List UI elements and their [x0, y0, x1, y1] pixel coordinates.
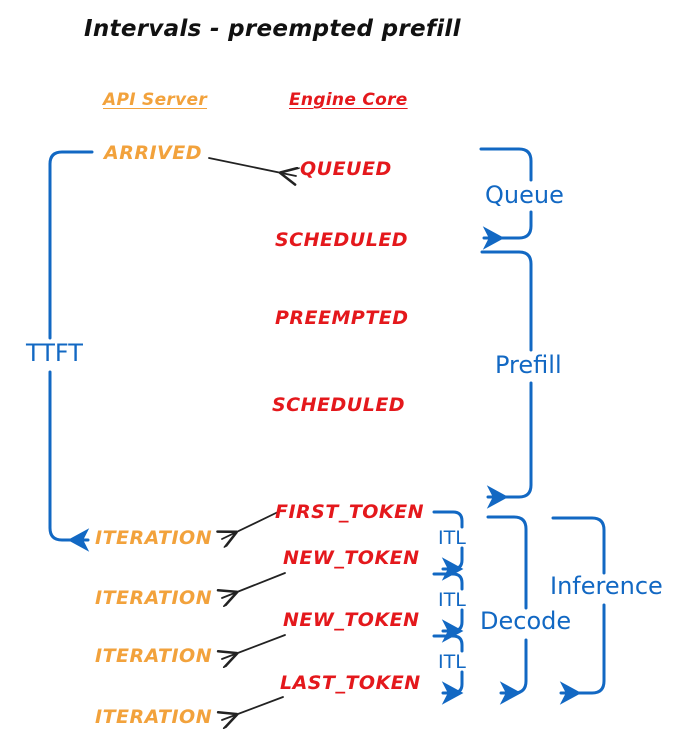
state-new-token-1: NEW_TOKEN — [283, 547, 420, 569]
state-scheduled-2: SCHEDULED — [272, 394, 406, 416]
state-new-token-2: NEW_TOKEN — [283, 609, 420, 631]
interval-label-itl-3: ITL — [438, 651, 466, 673]
transition-arrow-arrived-to-queued — [208, 157, 296, 176]
state-iteration-4: ITERATION — [95, 706, 213, 728]
interval-label-decode: Decode — [480, 607, 572, 635]
state-preempted: PREEMPTED — [275, 307, 409, 329]
interval-bracket-itl-1 — [432, 510, 464, 581]
interval-bracket-inference — [551, 516, 606, 705]
interval-bracket-decode — [486, 515, 528, 705]
state-queued: QUEUED — [300, 158, 392, 180]
interval-label-inference: Inference — [550, 572, 663, 600]
interval-bracket-ttft — [48, 150, 94, 552]
state-first-token: FIRST_TOKEN — [275, 501, 425, 523]
state-arrived: ARRIVED — [104, 142, 202, 164]
interval-label-ttft: TTFT — [26, 339, 83, 367]
transition-arrow-last-token-to-iteration — [222, 696, 284, 720]
transition-arrow-first-token-to-iteration — [222, 511, 279, 539]
transition-arrow-new-token-1-to-iteration — [222, 572, 286, 598]
state-iteration-3: ITERATION — [95, 645, 213, 667]
interval-label-itl-1: ITL — [438, 527, 466, 549]
state-last-token: LAST_TOKEN — [280, 672, 421, 694]
state-iteration-2: ITERATION — [95, 587, 213, 609]
state-iteration-1: ITERATION — [95, 527, 213, 549]
interval-label-prefill: Prefill — [495, 351, 562, 379]
interval-bracket-itl-3 — [432, 634, 464, 705]
transition-arrow-new-token-2-to-iteration — [222, 634, 286, 659]
page-title: Intervals - preempted prefill — [84, 16, 461, 42]
column-header-engine-core: Engine Core — [289, 90, 408, 110]
interval-label-itl-2: ITL — [438, 589, 466, 611]
interval-bracket-queue — [479, 147, 533, 250]
interval-bracket-prefill — [480, 250, 533, 509]
state-scheduled-1: SCHEDULED — [275, 229, 409, 251]
interval-bracket-itl-2 — [432, 572, 464, 643]
interval-label-queue: Queue — [485, 181, 564, 209]
column-header-api-server: API Server — [103, 90, 208, 110]
